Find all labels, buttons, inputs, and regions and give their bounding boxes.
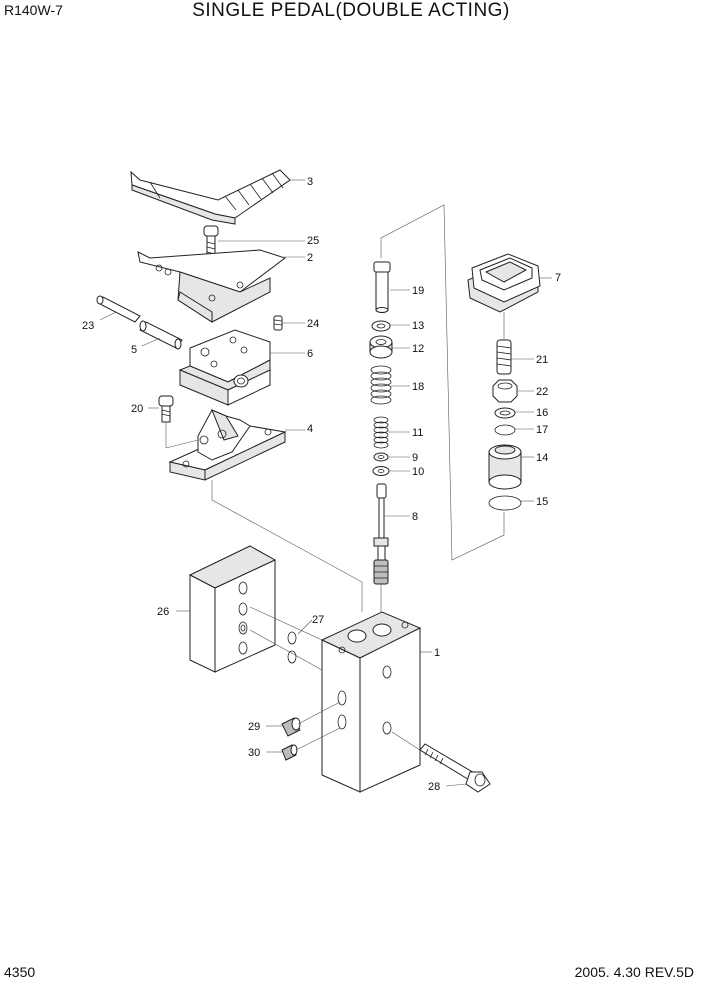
part-24-set-screw: [273, 315, 305, 331]
callout-14: 14: [536, 452, 548, 464]
part-7-boot: [467, 253, 552, 340]
callout-1: 1: [434, 647, 440, 659]
page-number: 4350: [4, 964, 36, 980]
callout-2: 2: [307, 252, 313, 264]
part-14-plug-bushing: [488, 444, 534, 490]
callout-11: 11: [412, 427, 423, 439]
callout-7: 7: [555, 272, 561, 284]
callout-22: 22: [536, 386, 548, 398]
part-23-pin: [96, 295, 141, 323]
part-19-plunger: [373, 261, 410, 313]
assembly-lines: [165, 204, 505, 751]
callout-25: 25: [307, 235, 319, 247]
callout-23: 23: [82, 320, 94, 332]
part-20-bolt: [148, 395, 174, 448]
callout-15: 15: [536, 496, 548, 508]
part-25-screw: [203, 225, 305, 270]
part-1-valve-body: [320, 611, 432, 793]
part-9-washer: [373, 452, 410, 462]
part-30-plug: [266, 744, 298, 761]
part-21-screw: [496, 339, 534, 375]
part-18-spring: [370, 365, 410, 405]
part-3-pedal-pad: [130, 169, 305, 225]
callout-12: 12: [412, 343, 424, 355]
part-22-nut: [492, 379, 534, 403]
callout-10: 10: [412, 466, 424, 478]
callout-labels: 3 25 2 24 23 5 6 20 4 19 13 12 18 11 9 1…: [82, 176, 561, 793]
callout-16: 16: [536, 407, 548, 419]
callout-9: 9: [412, 452, 418, 464]
part-12-spring-seat: [369, 335, 410, 359]
callout-27: 27: [312, 614, 324, 626]
callout-30: 30: [248, 747, 260, 759]
callout-26: 26: [157, 606, 169, 618]
callout-18: 18: [412, 381, 424, 393]
callout-4: 4: [307, 423, 313, 435]
callout-8: 8: [412, 511, 418, 523]
model-label: R140W-7: [4, 2, 63, 18]
part-10-washer: [372, 466, 410, 476]
part-29-plug: [266, 717, 301, 737]
part-16-washer: [494, 407, 534, 419]
callout-5: 5: [131, 344, 137, 356]
callout-17: 17: [536, 424, 548, 436]
part-4-base-bracket: [168, 409, 305, 500]
part-2-pedal-bracket: [137, 249, 305, 323]
part-26-side-block: [176, 545, 277, 673]
part-17-o-ring: [494, 424, 534, 436]
part-27-o-rings: [287, 619, 313, 664]
callout-28: 28: [428, 781, 440, 793]
part-6-cam-block: [178, 329, 305, 406]
callout-20: 20: [131, 403, 143, 415]
part-28-cap-screw: [419, 743, 491, 793]
callout-29: 29: [248, 721, 260, 733]
part-8-spool: [373, 483, 410, 612]
part-11-spring: [373, 416, 410, 449]
callout-13: 13: [412, 320, 424, 332]
callout-6: 6: [307, 348, 313, 360]
part-15-o-ring: [488, 495, 534, 511]
callout-3: 3: [307, 176, 313, 188]
revision-date: 2005. 4.30 REV.5D: [574, 964, 694, 980]
callout-19: 19: [412, 285, 424, 297]
part-5-pin: [139, 320, 183, 350]
part-13-washer: [371, 320, 410, 332]
callout-21: 21: [536, 354, 548, 366]
callout-24: 24: [307, 318, 319, 330]
page-title: SINGLE PEDAL(DOUBLE ACTING): [192, 0, 510, 21]
